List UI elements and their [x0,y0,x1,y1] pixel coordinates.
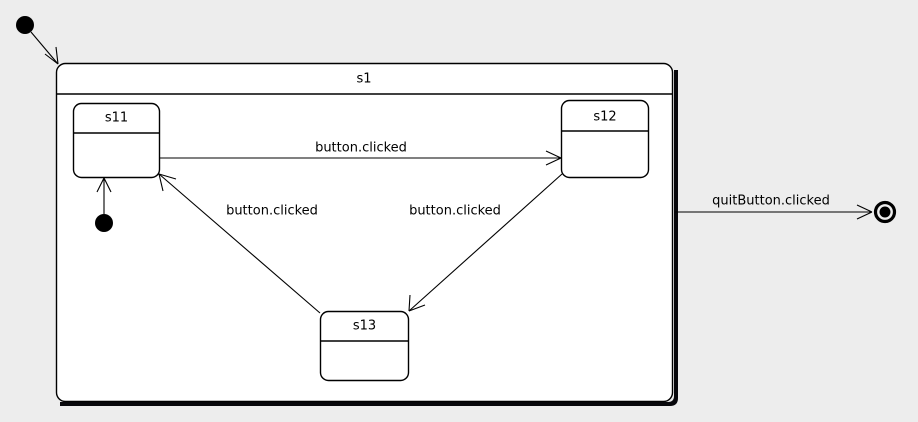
s12-title-label: s12 [593,110,616,125]
final-node-outer-ring [873,200,897,224]
transition-s1-to-final-label: quitButton.clicked [712,194,830,209]
transition-s13-to-s11-arrowhead [158,173,177,192]
s13-title-label: s13 [353,319,376,334]
inner-initial-state-node[interactable] [95,214,113,232]
transition-s1-to-final-arrowhead [856,204,873,220]
final-node-inner-dot [879,206,891,218]
state-s13[interactable]: s13 [319,310,410,382]
transition-inner-initial-to-s11-arrowhead [96,177,112,193]
s1-outer-rect [55,62,674,403]
transition-s12-to-s13-arrowhead [408,294,426,312]
composite-state-s1[interactable]: s1 [55,62,679,407]
transition-s11-to-s12-arrowhead [545,150,562,166]
transition-s13-to-s11-label: button.clicked [226,204,318,219]
transition-initial-to-s1-arrowhead [44,46,59,65]
initial-node-dot [16,16,34,34]
final-state-node[interactable] [873,200,897,224]
transition-inner-initial-to-s11[interactable] [96,177,112,214]
s12-rect [560,99,650,179]
transition-s13-to-s11-line [158,173,321,314]
s11-title-label: s11 [105,111,128,126]
transition-s11-to-s12[interactable]: button.clicked [160,141,562,166]
transition-s12-to-s13-line [408,173,563,312]
transition-s12-to-s13[interactable]: button.clicked [408,173,563,312]
state-s12[interactable]: s12 [560,99,650,179]
s11-rect [72,102,161,179]
inner-initial-node-dot [95,214,113,232]
initial-state-node[interactable] [16,16,34,34]
s13-rect [319,310,410,382]
s1-title-label: s1 [356,72,371,87]
transition-initial-to-s1-line [30,31,59,65]
transition-s1-to-final[interactable]: quitButton.clicked [675,194,873,220]
transition-s12-to-s13-label: button.clicked [409,204,501,219]
transition-s11-to-s12-label: button.clicked [315,141,407,156]
state-s11[interactable]: s11 [72,102,161,179]
transition-initial-to-s1[interactable] [30,31,59,65]
transition-s13-to-s11[interactable]: button.clicked [158,173,321,314]
